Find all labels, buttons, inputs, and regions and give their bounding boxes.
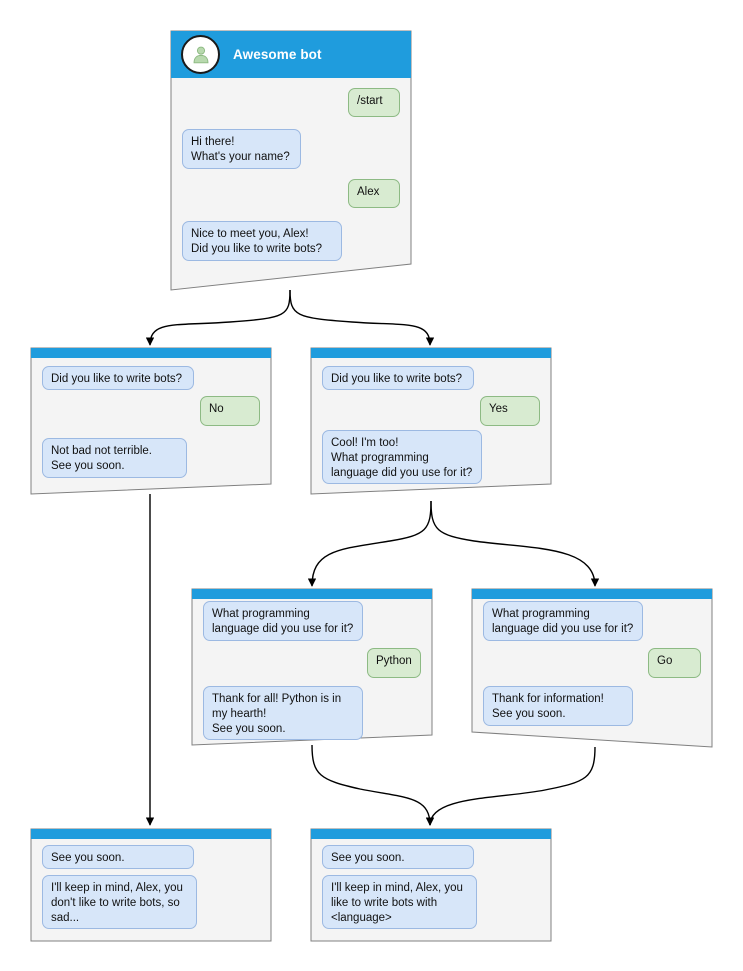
edge-python-to-end-happy [311,744,435,826]
node-header [311,348,551,358]
node-body: /start Hi there! What's your name? Alex … [171,78,411,290]
message-bubble-bot[interactable]: I'll keep in mind, Alex, you don't like … [42,875,197,929]
node-header [192,589,432,599]
message-bubble-bot[interactable]: What programming language did you use fo… [483,601,643,641]
node-body: Did you like to write bots? Yes Cool! I'… [311,358,551,494]
message-bubble-user[interactable]: /start [348,88,400,117]
node-body: What programming language did you use fo… [472,599,712,747]
node-body: See you soon. I'll keep in mind, Alex, y… [31,839,271,941]
message-bubble-user[interactable]: No [200,396,260,426]
node-body: Did you like to write bots? No Not bad n… [31,358,271,494]
message-bubble-bot[interactable]: Thank for all! Python is in my hearth! S… [203,686,363,740]
node-header [311,829,551,839]
edge-yes-to-go [430,500,600,587]
message-bubble-bot[interactable]: I'll keep in mind, Alex, you like to wri… [322,875,477,929]
message-bubble-bot[interactable]: Thank for information! See you soon. [483,686,633,726]
message-bubble-bot[interactable]: Did you like to write bots? [322,366,474,390]
message-bubble-bot[interactable]: What programming language did you use fo… [203,601,363,641]
person-icon [181,35,220,74]
node-end-sad[interactable]: See you soon. I'll keep in mind, Alex, y… [30,828,272,942]
edge-yes-to-python [307,500,432,587]
node-branch-yes[interactable]: Did you like to write bots? Yes Cool! I'… [310,347,552,495]
message-bubble-bot[interactable]: See you soon. [42,845,194,869]
edge-root-to-yes [289,289,435,346]
node-header [31,348,271,358]
node-title: Awesome bot [233,47,322,62]
message-bubble-bot[interactable]: Nice to meet you, Alex! Did you like to … [182,221,342,261]
message-bubble-bot[interactable]: Cool! I'm too! What programming language… [322,430,482,484]
node-branch-go[interactable]: What programming language did you use fo… [471,588,713,748]
edge-go-to-end-happy [425,746,596,826]
message-bubble-user[interactable]: Alex [348,179,400,208]
node-root-awesome-bot[interactable]: Awesome bot /start Hi there! What's your… [170,30,412,291]
message-bubble-user[interactable]: Python [367,648,421,678]
node-header [472,589,712,599]
node-branch-python[interactable]: What programming language did you use fo… [191,588,433,746]
node-body: See you soon. I'll keep in mind, Alex, y… [311,839,551,941]
message-bubble-user[interactable]: Go [648,648,701,678]
node-header [31,829,271,839]
node-body: What programming language did you use fo… [192,599,432,745]
message-bubble-bot[interactable]: Did you like to write bots? [42,366,194,390]
node-branch-no[interactable]: Did you like to write bots? No Not bad n… [30,347,272,495]
edge-root-to-no [145,289,291,346]
message-bubble-bot[interactable]: See you soon. [322,845,474,869]
message-bubble-user[interactable]: Yes [480,396,540,426]
node-header: Awesome bot [171,31,411,78]
message-bubble-bot[interactable]: Not bad not terrible. See you soon. [42,438,187,478]
message-bubble-bot[interactable]: Hi there! What's your name? [182,129,301,169]
node-end-happy[interactable]: See you soon. I'll keep in mind, Alex, y… [310,828,552,942]
